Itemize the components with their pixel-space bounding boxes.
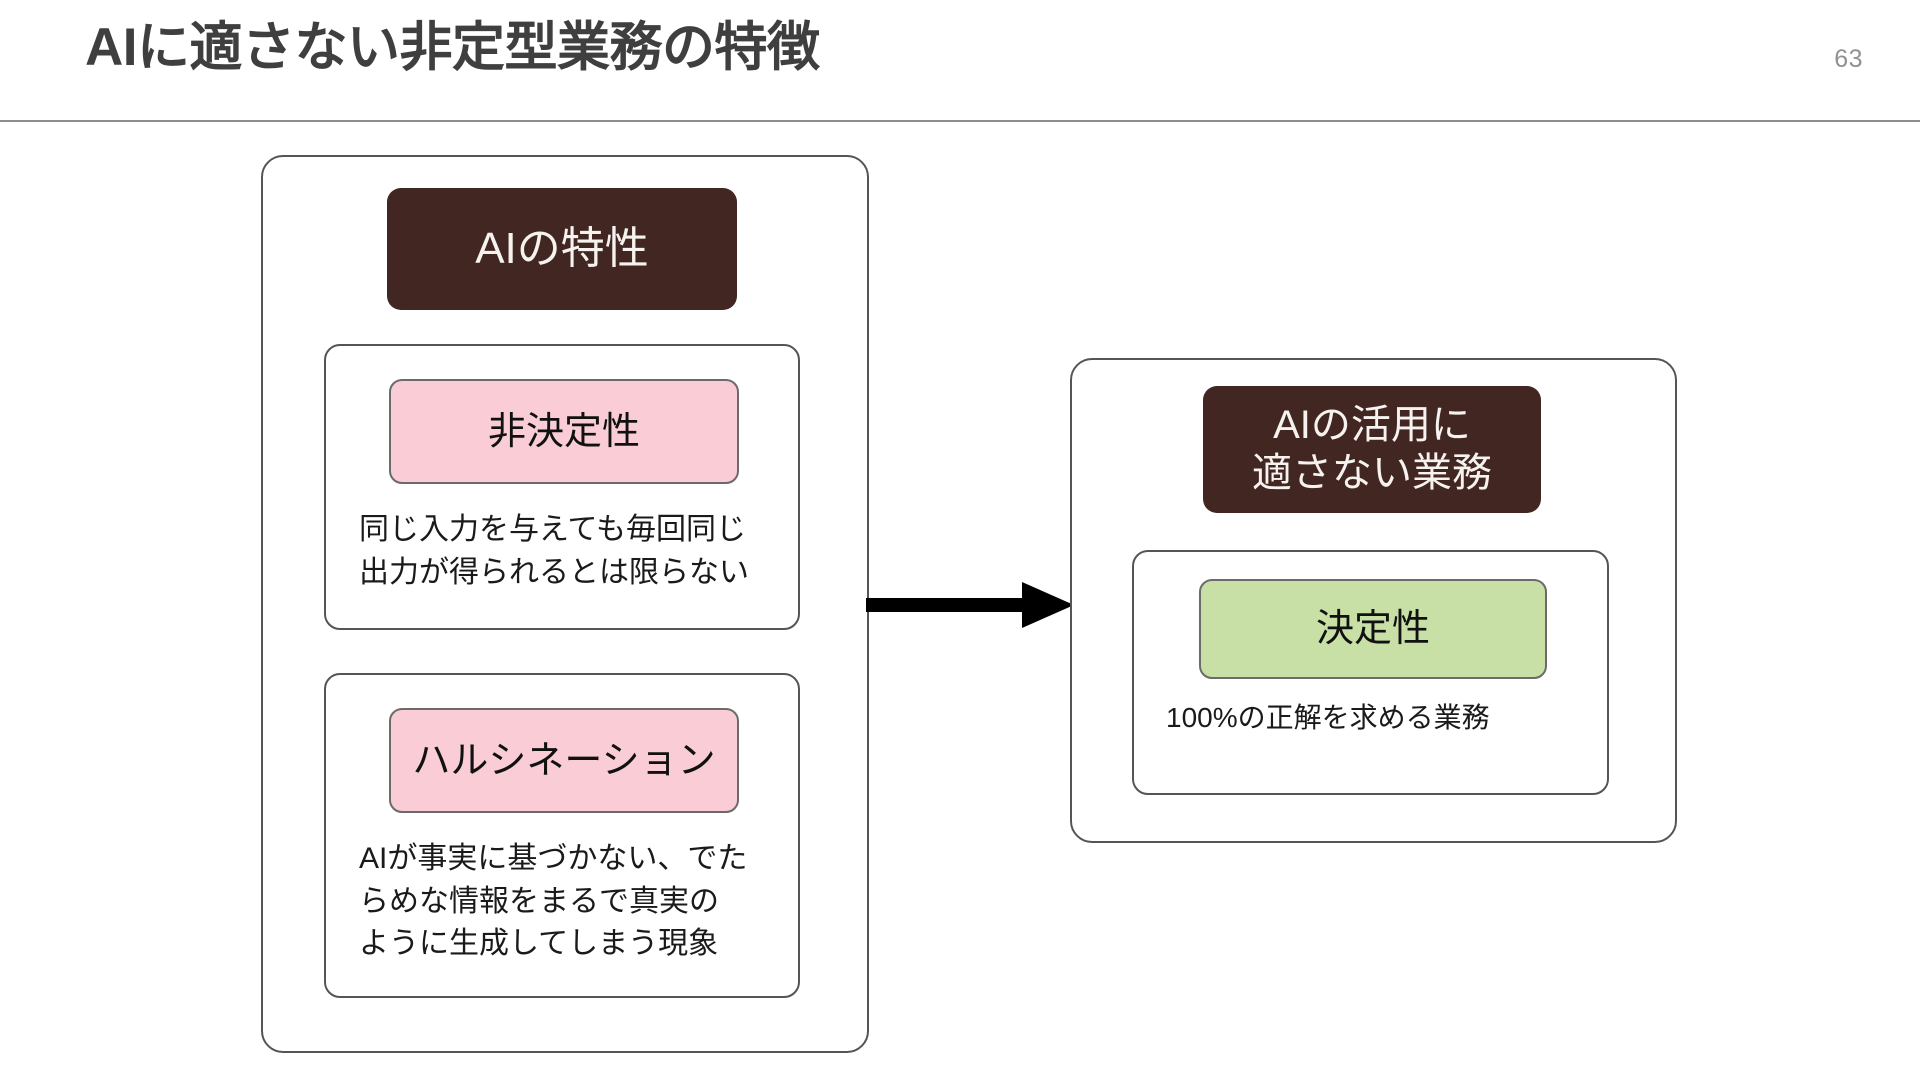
unsuitable-tasks-header-line-2: 適さない業務 bbox=[1252, 450, 1492, 495]
description-determinism: 100%の正解を求める業務 bbox=[1166, 702, 1490, 733]
ai-characteristics-header-line-1: AIの特性 bbox=[475, 224, 649, 274]
header-divider bbox=[0, 120, 1920, 122]
card-determinism: 決定性 100%の正解を求める業務 bbox=[1132, 550, 1609, 795]
badge-determinism: 決定性 bbox=[1199, 579, 1547, 679]
ai-characteristics-header: AIの特性 bbox=[387, 188, 737, 310]
unsuitable-tasks-header-line-1: AIの活用に bbox=[1273, 403, 1471, 448]
unsuitable-tasks-header: AIの活用に 適さない業務 bbox=[1203, 386, 1541, 513]
badge-nondeterminism: 非決定性 bbox=[389, 379, 739, 484]
description-hallucination: AIが事実に基づかない、でた らめな情報をまるで真実の ように生成してしまう現象 bbox=[359, 842, 748, 961]
page-title: AIに適さない非定型業務の特徴 bbox=[85, 18, 820, 77]
description-nondeterminism: 同じ入力を与えても毎回同じ 出力が得られるとは限らない bbox=[359, 513, 749, 589]
card-hallucination: ハルシネーション AIが事実に基づかない、でた らめな情報をまるで真実の ように… bbox=[324, 673, 800, 998]
card-nondeterminism: 非決定性 同じ入力を与えても毎回同じ 出力が得られるとは限らない bbox=[324, 344, 800, 630]
badge-hallucination: ハルシネーション bbox=[389, 708, 739, 813]
page-number: 63 bbox=[1834, 45, 1863, 73]
unsuitable-tasks-group: AIの活用に 適さない業務 決定性 100%の正解を求める業務 bbox=[1070, 358, 1677, 843]
ai-characteristics-group: AIの特性 非決定性 同じ入力を与えても毎回同じ 出力が得られるとは限らない ハ… bbox=[261, 155, 869, 1053]
right-arrow-icon bbox=[866, 582, 1074, 628]
